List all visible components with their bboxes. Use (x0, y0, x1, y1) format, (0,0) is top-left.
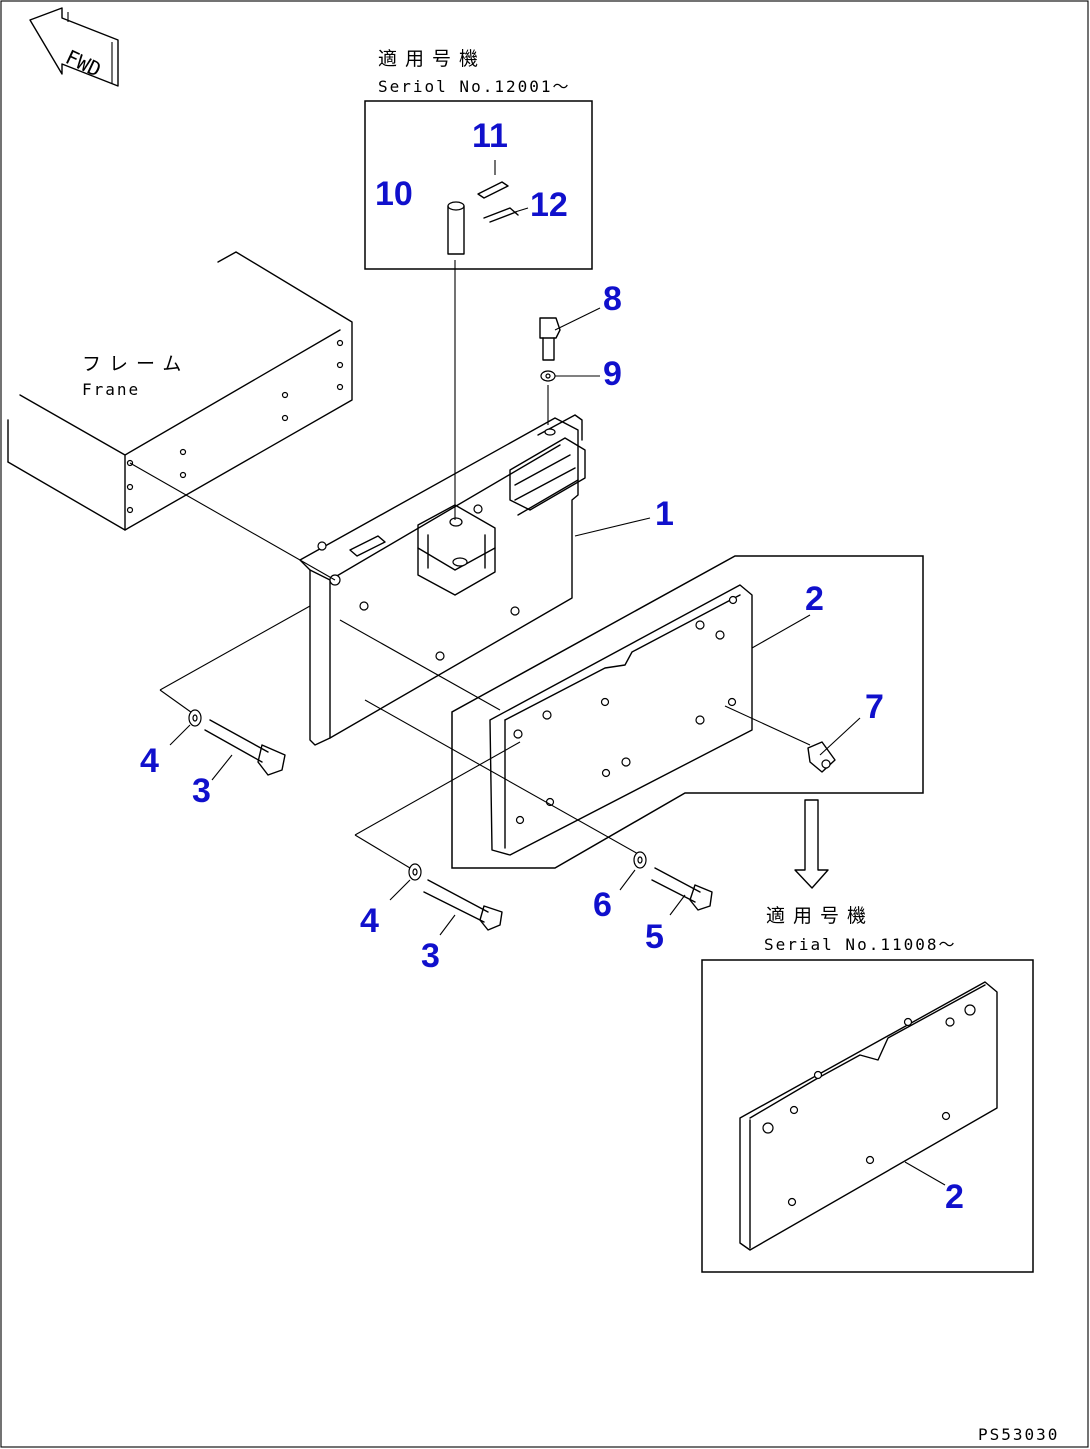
callout-9: 9 (603, 355, 622, 393)
callout-7: 7 (865, 688, 884, 726)
inset-box-top (364, 100, 593, 270)
callout-1: 1 (655, 495, 674, 533)
group-outline (451, 555, 924, 869)
plate-part-2-variant (739, 981, 998, 1251)
fwd-label: FWD (62, 45, 105, 82)
callout-2: 2 (805, 580, 824, 618)
clip-part-12 (483, 207, 519, 223)
callout-6: 6 (593, 886, 612, 924)
plate-part-2 (489, 584, 753, 856)
inset-bottom-serial: Serial No.11008～ (764, 935, 957, 954)
callout-4: 4 (140, 742, 159, 780)
washer-part-4-lower (408, 863, 422, 881)
bolt-part-3-lower (423, 879, 503, 931)
pin-part-10 (447, 201, 465, 255)
callout-5: 5 (645, 918, 664, 956)
inset-top-serial: Seriol No.12001～ (378, 77, 571, 96)
callout-3: 3 (192, 772, 211, 810)
frame-block: フレーム Frane (7, 251, 353, 531)
inset-top-title: 適用号機 (378, 48, 486, 70)
bolt-part-3-upper (204, 719, 286, 776)
washer-part-9 (540, 370, 556, 382)
callout-11: 11 (472, 117, 508, 155)
plug-part-7 (807, 741, 836, 773)
fwd-arrow-icon: FWD (29, 7, 119, 87)
inset-bottom-title: 適用号機 (766, 905, 874, 927)
washer-part-6 (633, 851, 647, 869)
pin-part-11 (477, 181, 509, 199)
bolt-part-5 (651, 867, 713, 911)
leader-lines (129, 260, 811, 869)
callout-3-lower: 3 (421, 937, 440, 975)
washer-part-4-upper (188, 709, 202, 727)
callout-leaders (169, 160, 946, 1186)
callout-8: 8 (603, 280, 622, 318)
callout-4-lower: 4 (360, 902, 379, 940)
callout-10: 10 (375, 175, 413, 213)
callout-2-inset: 2 (945, 1178, 964, 1216)
bolt-part-8 (539, 317, 561, 361)
callout-12: 12 (530, 186, 568, 224)
down-arrow-icon (794, 799, 829, 889)
frame-label-jp: フレーム (82, 353, 189, 375)
inset-box-bottom (701, 959, 1034, 1273)
frame-label-en: Frane (82, 380, 140, 399)
bracket-part-1 (299, 414, 586, 746)
drawing-code: PS53030 (978, 1425, 1059, 1444)
